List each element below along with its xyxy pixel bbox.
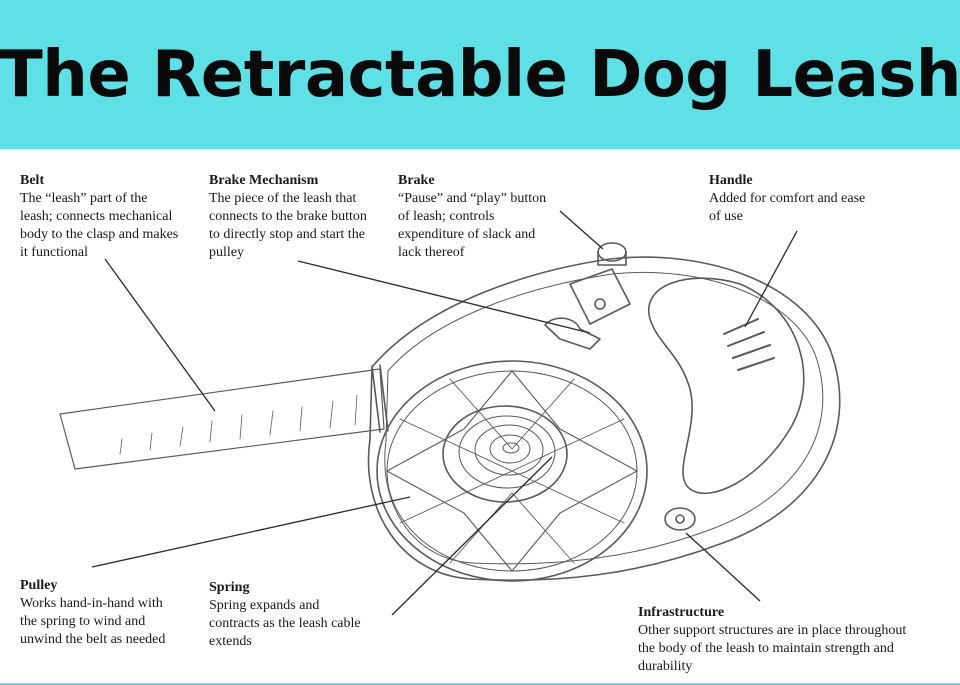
belt-leader-line [104, 258, 216, 412]
brake-mechanism-title: Brake Mechanism [209, 173, 319, 188]
spring-desc-line: extends [209, 634, 252, 649]
handle-leader-line [744, 230, 798, 328]
infrastructure-drawing [664, 507, 696, 531]
pulley-drawing [376, 360, 648, 582]
brake-mechanism-label: Brake Mechanism The piece of the leash t… [209, 172, 399, 262]
infrastructure-desc-line: durability [638, 659, 693, 674]
brake-mechanism-leader-line [297, 260, 591, 334]
handle-drawing [647, 277, 805, 495]
handle-title: Handle [709, 173, 753, 188]
spring-title: Spring [209, 580, 250, 595]
handle-label: Handle Added for comfort and ease of use [709, 172, 909, 226]
handle-desc-line: of use [709, 209, 743, 224]
title-banner: The Retractable Dog Leash [0, 0, 960, 149]
belt-desc-line: The “leash” part of the [20, 191, 148, 206]
belt-desc-line: body to the clasp and makes [20, 227, 179, 242]
spring-desc-line: contracts as the leash cable [209, 616, 361, 631]
spring-leader-line [391, 456, 553, 616]
brake-mechanism-desc-line: pulley [209, 245, 244, 260]
belt-desc-line: leash; connects mechanical [20, 209, 173, 224]
spring-drawing [442, 405, 568, 503]
pulley-title: Pulley [20, 578, 58, 593]
leash-sketch [59, 210, 841, 616]
pulley-leader-line [91, 496, 411, 568]
brake-title: Brake [398, 173, 435, 188]
brake-mechanism-desc-line: The piece of the leash that [209, 191, 357, 206]
brake-desc-line: of leash; controls [398, 209, 495, 224]
brake-leader-line [559, 210, 604, 250]
handle-desc-line: Added for comfort and ease [709, 191, 866, 206]
belt-label: Belt The “leash” part of the leash; conn… [20, 172, 210, 262]
spring-desc-line: Spring expands and [209, 598, 320, 613]
pulley-desc-line: Works hand-in-hand with [20, 596, 163, 611]
brake-mechanism-desc-line: connects to the brake button [209, 209, 367, 224]
infrastructure-leader-line [685, 532, 761, 602]
belt-desc-line: it functional [20, 245, 89, 260]
infrastructure-title: Infrastructure [638, 605, 725, 620]
belt-title: Belt [20, 173, 45, 188]
brake-desc-line: expenditure of slack and [398, 227, 536, 242]
pulley-desc-line: the spring to wind and [20, 614, 146, 629]
brake-mechanism-desc-line: to directly stop and start the [209, 227, 365, 242]
pulley-desc-line: unwind the belt as needed [20, 632, 166, 647]
spring-label: Spring Spring expands and contracts as t… [209, 579, 394, 651]
brake-label: Brake “Pause” and “play” button of leash… [398, 172, 573, 262]
infrastructure-label: Infrastructure Other support structures … [638, 604, 948, 676]
bottom-accent-rule [0, 683, 960, 685]
brake-drawing [544, 242, 631, 350]
brake-desc-line: lack thereof [398, 245, 465, 260]
infrastructure-desc-line: Other support structures are in place th… [638, 623, 907, 638]
belt-drawing [59, 364, 389, 470]
infrastructure-desc-line: the body of the leash to maintain streng… [638, 641, 894, 656]
page-title: The Retractable Dog Leash [0, 37, 960, 112]
pulley-label: Pulley Works hand-in-hand with the sprin… [20, 577, 205, 649]
brake-desc-line: “Pause” and “play” button [398, 191, 547, 206]
